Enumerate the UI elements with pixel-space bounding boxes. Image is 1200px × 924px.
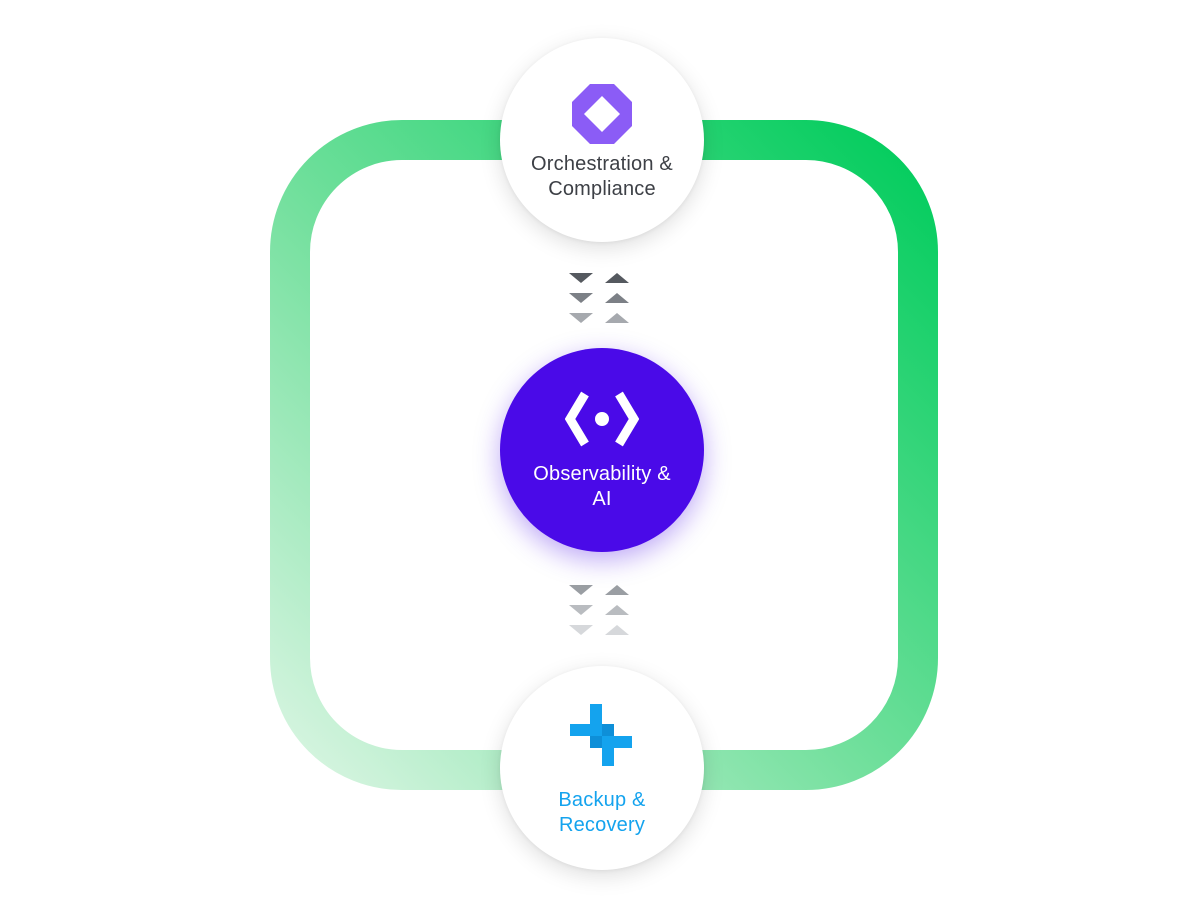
orchestration-compliance-label: Orchestration & Compliance — [531, 152, 673, 202]
observability-ai-label: Observability & AI — [533, 462, 671, 512]
label-line-2: Compliance — [548, 178, 656, 200]
observability-ai-node: Observability & AI — [500, 348, 704, 552]
up-arrows — [605, 585, 629, 635]
orchestration-diamond-icon — [572, 84, 632, 144]
backup-recovery-label: Backup & Recovery — [558, 788, 645, 838]
label-line-1: Observability & — [533, 463, 671, 485]
backup-recovery-node: Backup & Recovery — [500, 666, 704, 870]
observability-brackets-dot-icon — [565, 391, 639, 447]
up-arrows — [605, 273, 629, 323]
orchestration-compliance-node: Orchestration & Compliance — [500, 38, 704, 242]
label-line-1: Orchestration & — [531, 153, 673, 175]
label-line-2: Recovery — [558, 814, 646, 836]
bidirectional-arrows-lower — [569, 585, 629, 635]
label-line-2: AI — [592, 488, 612, 510]
down-arrows — [569, 585, 593, 635]
bidirectional-arrows-upper — [569, 273, 629, 323]
backup-cross-icon — [570, 704, 632, 766]
label-line-1: Backup & — [558, 789, 646, 811]
down-arrows — [569, 273, 593, 323]
